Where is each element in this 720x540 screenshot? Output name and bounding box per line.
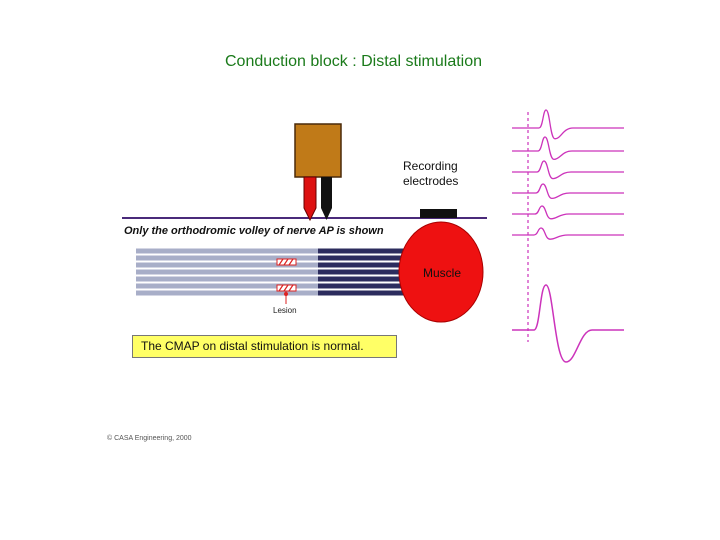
waveform-traces [512,109,624,363]
nerve-fiber-distal [318,248,408,254]
stimulator [294,123,342,222]
single-fiber-trace [512,109,624,140]
recording-electrodes-label: Recording electrodes [403,159,458,189]
orthodromic-note: Only the orthodromic volley of nerve AP … [124,225,384,237]
recording-label-line2: electrodes [403,174,459,188]
nerve-fiber-distal [318,269,408,275]
lesion-hatch-lower [278,284,294,292]
lesion-label: Lesion [273,306,297,315]
single-fiber-trace [512,183,624,200]
nerve-fiber-distal [318,276,408,282]
single-fiber-trace [512,227,624,240]
recording-electrode-pad [420,209,457,218]
nerve-fiber-proximal [136,283,318,289]
nerve-fiber-proximal [136,269,318,275]
recording-label-line1: Recording [403,159,458,173]
lesion-hatch-upper [278,258,294,266]
stimulator-body [294,123,342,178]
nerve-fiber-proximal [136,255,318,261]
nerve-fiber-proximal [136,248,318,254]
nerve-fiber-proximal [136,262,318,268]
muscle-label: Muscle [423,266,462,280]
lesion-dot [284,292,288,296]
muscle-shape [398,221,484,323]
nerve-fiber-distal [318,262,408,268]
copyright-text: © CASA Engineering, 2000 [107,435,192,442]
nerve-fiber-proximal [136,290,318,296]
nerve-fiber-distal [318,290,408,296]
single-fiber-trace [512,136,624,161]
page-title: Conduction block : Distal stimulation [225,53,483,70]
nerve-fiber-bundle [136,248,408,296]
cmap-note-box: The CMAP on distal stimulation is normal… [132,335,397,358]
single-fiber-trace [512,205,624,220]
nerve-fiber-proximal [136,276,318,282]
cmap-trace [512,284,624,363]
single-fiber-trace [512,160,624,180]
nerve-fiber-distal [318,255,408,261]
lesion-marks [276,258,297,304]
stimulating-electrode-anode [321,177,332,220]
stimulating-electrode-cathode [303,176,317,222]
nerve-fiber-distal [318,283,408,289]
